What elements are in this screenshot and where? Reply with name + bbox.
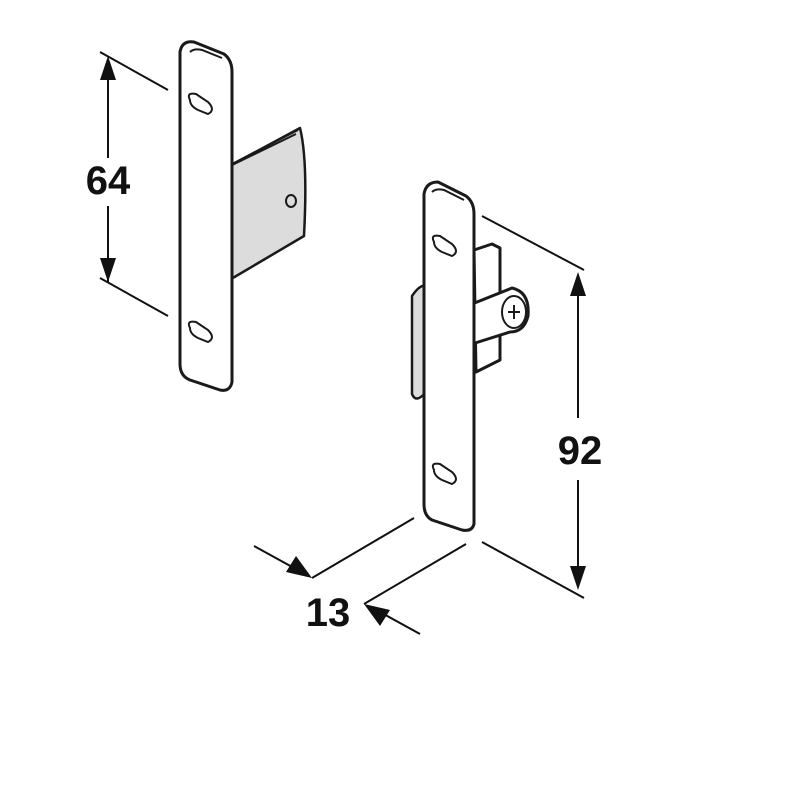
extension-line-top-92 (481, 215, 585, 271)
right-bracket-slot-bottom (431, 462, 457, 486)
right-bracket-slot-top (431, 234, 457, 258)
extension-line-top-64 (99, 51, 169, 91)
left-bracket-plate (178, 40, 234, 392)
arrow-right-13 (286, 556, 312, 578)
left-bracket-slot-top (187, 92, 213, 116)
left-bracket-slot-bottom (187, 320, 213, 344)
dimension-64: 64 (86, 51, 169, 317)
right-bracket-plate (422, 180, 476, 532)
dimension-13: 13 (253, 517, 467, 635)
dimension-label-92: 92 (558, 429, 603, 473)
left-bracket-pin-hole (285, 194, 297, 208)
dimension-label-13: 13 (306, 591, 351, 635)
extension-line-bottom-92 (481, 541, 585, 599)
left-bracket (178, 40, 307, 392)
dimension-label-64: 64 (86, 159, 131, 203)
right-bracket-cylinder-end (501, 295, 527, 329)
arrow-up-64 (100, 56, 116, 80)
extension-line-back-13 (363, 543, 467, 605)
dimension-line-13-right (379, 611, 421, 635)
left-bracket-flange-edge (225, 133, 297, 169)
dimension-92: 92 (481, 215, 603, 599)
arrow-down-64 (100, 258, 116, 282)
arrow-down-92 (570, 566, 586, 590)
extension-line-front-13 (311, 517, 415, 579)
extension-line-bottom-64 (99, 277, 169, 317)
arrow-up-92 (570, 272, 586, 296)
dimension-line-13-left (253, 545, 295, 569)
right-bracket (410, 180, 530, 532)
right-bracket-screw-icon (508, 305, 520, 319)
arrow-left-13 (364, 604, 390, 626)
left-bracket-flange (220, 126, 307, 284)
left-bracket-flange-edge-2 (231, 129, 299, 165)
right-bracket-plate-edge (431, 188, 465, 201)
right-bracket-cylinder (470, 286, 530, 346)
left-bracket-plate-edge (189, 48, 223, 59)
